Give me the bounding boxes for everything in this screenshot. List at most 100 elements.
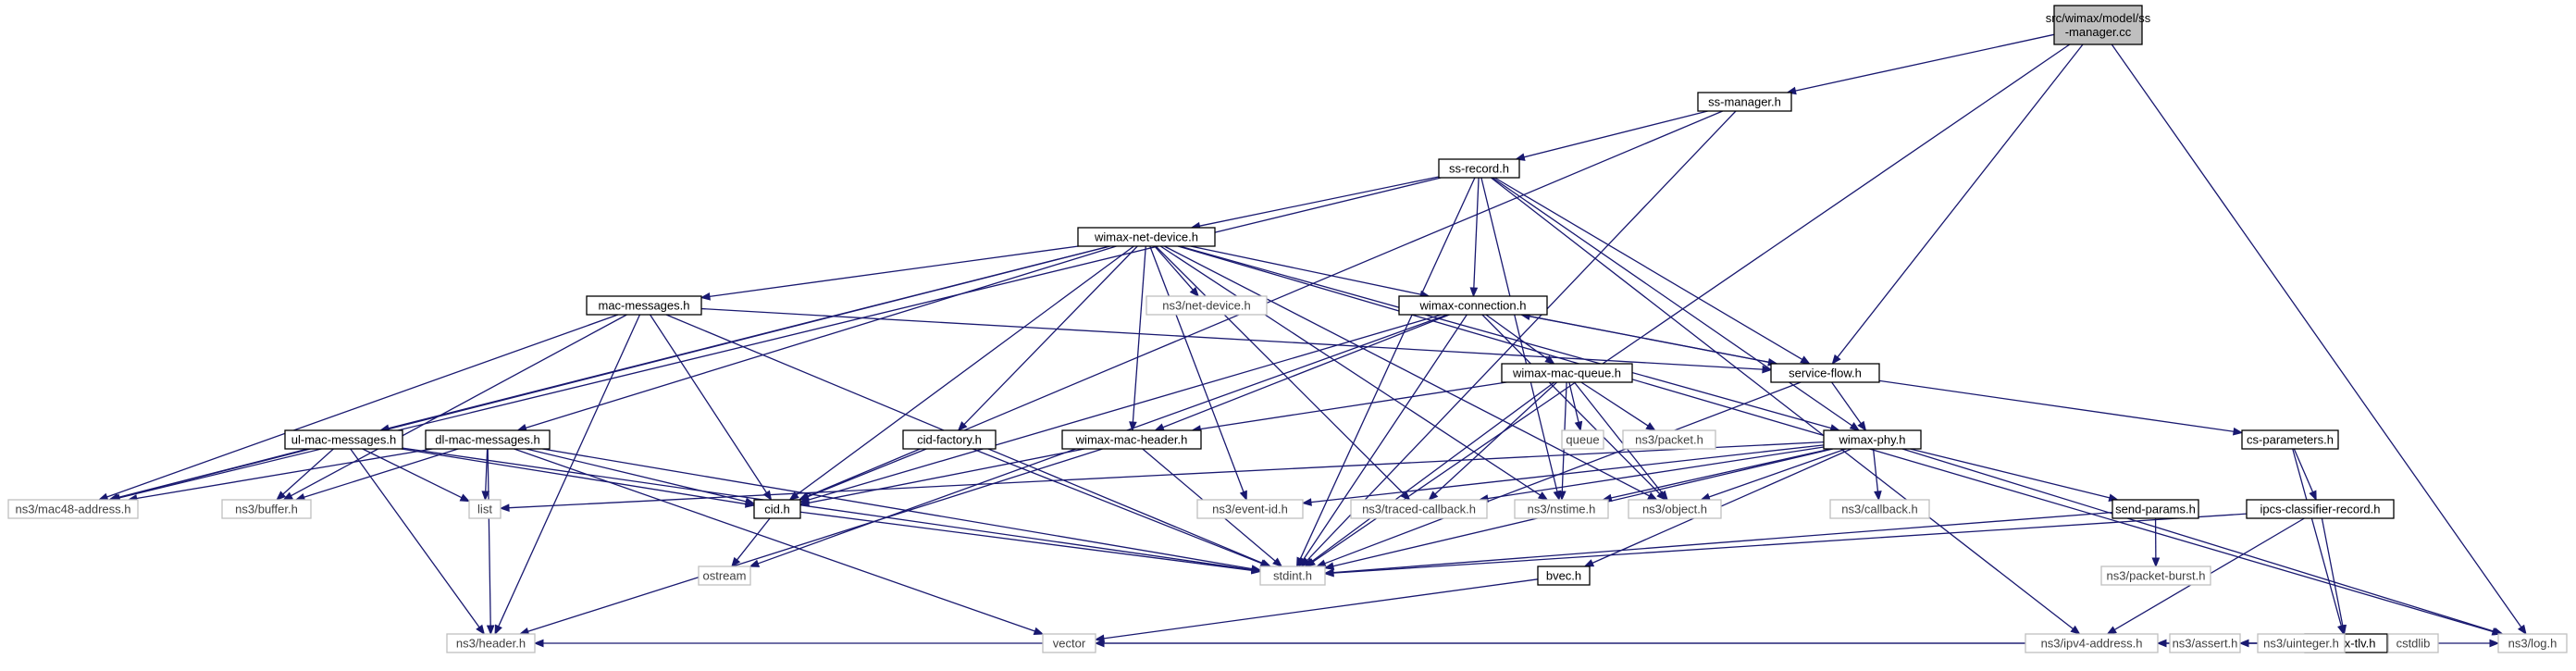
node-service-flow-h[interactable]: service-flow.h [1770, 363, 1880, 383]
node-bvec-h[interactable]: bvec.h [1537, 565, 1591, 586]
edge-ulmac-to-header [350, 448, 486, 636]
arrowhead-icon [476, 624, 486, 636]
edge-ipcs-to-stdint [1323, 513, 2248, 578]
node-label: dl-mac-messages.h [435, 433, 539, 447]
node-box [1823, 429, 1922, 450]
arrowhead-icon [1428, 491, 1439, 501]
node-label: wimax-phy.h [1838, 433, 1905, 447]
arrowhead-icon [1645, 422, 1656, 431]
arrowhead-icon [749, 559, 761, 567]
edge-csparam-to-tlv [2292, 448, 2346, 636]
node-box [902, 429, 997, 450]
node-label: ns3/object.h [1642, 503, 1707, 516]
edge-line [527, 448, 1103, 632]
edge-line [350, 448, 480, 628]
edge-root-to-ssmgr [1786, 33, 2055, 95]
edge-conn-to-stdint [1297, 314, 1468, 568]
node-label: ns3/header.h [456, 637, 526, 651]
edge-line [963, 245, 1138, 426]
node-wimax-mac-header-h[interactable]: wimax-mac-header.h [1061, 429, 1202, 450]
edge-line [2292, 448, 2342, 627]
node-ns3-packet-h: ns3/packet.h [1622, 429, 1716, 450]
edge-line [1491, 177, 2074, 630]
node-send-params-h[interactable]: send-params.h [2112, 499, 2199, 519]
node-box [425, 429, 551, 450]
node-mac-messages-h[interactable]: mac-messages.h [586, 295, 702, 316]
node-wimax-mac-queue-h[interactable]: wimax-mac-queue.h [1501, 363, 1633, 383]
node-box [1061, 429, 1202, 450]
node-label: ns3/net-device.h [1162, 299, 1250, 313]
edge-line [808, 448, 1085, 504]
node-cid-h[interactable]: cid.h [753, 499, 801, 519]
edge-line [1162, 314, 1450, 429]
edge-svcflow-to-phy [1831, 381, 1867, 432]
node-label: ns3/callback.h [1841, 503, 1917, 516]
node-label: ns3/buffer.h [235, 503, 298, 516]
node-box [586, 295, 702, 316]
edge-netdev-to-machdr [1129, 245, 1146, 432]
node-box [2246, 499, 2395, 519]
edge-phy-to-list [499, 441, 1825, 513]
node-ns3-uinteger-h: ns3/uinteger.h [2257, 633, 2346, 653]
edge-line [1580, 381, 1649, 427]
node-label: ns3/uinteger.h [2263, 637, 2339, 651]
node-ss-record-h[interactable]: ss-record.h [1438, 158, 1520, 179]
edge-root-to-svcflow [1831, 43, 2084, 366]
edge-cidf-to-cid [799, 448, 927, 501]
node-wimax-net-device-h[interactable]: wimax-net-device.h [1077, 227, 1216, 247]
node-label: ns3/traced-callback.h [1362, 503, 1476, 516]
node-dl-mac-messages-h[interactable]: dl-mac-messages.h [425, 429, 551, 450]
edge-line [807, 448, 927, 498]
node-ss-manager-h[interactable]: ss-manager.h [1697, 92, 1792, 112]
edge-line [1159, 245, 1542, 496]
edge-line [1487, 446, 1825, 500]
edge-macmsg-to-svcflow [700, 307, 1773, 374]
node-ipcs-classifier-record-h[interactable]: ipcs-classifier-record.h [2246, 499, 2395, 519]
node-label: ul-mac-messages.h [291, 433, 396, 447]
arrowhead-icon [1557, 491, 1567, 502]
edge-netdev-to-dlmac [516, 245, 1117, 432]
edge-netdev-to-cidf [957, 245, 1138, 431]
edge-line [709, 245, 1079, 297]
edge-line [1494, 177, 1803, 360]
arrowhead-icon [799, 499, 811, 507]
nodes: src/wimax/model/ss-manager.cc ss-manager.… [7, 5, 2568, 653]
node-ul-mac-messages-h[interactable]: ul-mac-messages.h [284, 429, 403, 450]
node-wimax-connection-h[interactable]: wimax-connection.h [1398, 295, 1548, 316]
arrowhead-icon [1272, 557, 1283, 567]
node-box [1514, 499, 1609, 519]
edge-netdev-to-phy [1179, 245, 1840, 432]
arrowhead-icon [1154, 423, 1165, 431]
node-label: send-params.h [2115, 503, 2196, 516]
arrowhead-icon [788, 491, 799, 501]
node-wimax-phy-h[interactable]: wimax-phy.h [1823, 429, 1922, 450]
arrowhead-icon [486, 625, 495, 636]
arrowhead-icon [1537, 491, 1549, 501]
edge-macmsg-to-cid [650, 314, 773, 502]
node-label: cstdlib [2396, 637, 2431, 651]
arrowhead-icon [1849, 422, 1861, 431]
arrowhead-icon [744, 497, 756, 506]
edge-conn-to-machdr [1154, 314, 1450, 431]
node-box [1622, 429, 1716, 450]
node-label: bvec.h [1546, 569, 1581, 583]
node-cid-factory-h[interactable]: cid-factory.h [902, 429, 997, 450]
node-box [1077, 227, 1216, 247]
node-label: wimax-connection.h [1419, 299, 1527, 313]
node-stdint-h: stdint.h [1259, 565, 1326, 586]
edge-line [796, 245, 1134, 496]
edge-ipcs-to-tlv [2321, 517, 2347, 636]
node-src-wimax-model-ss-manager-cc[interactable]: src/wimax/model/ss-manager.cc [2046, 5, 2151, 45]
edge-line [1179, 245, 1832, 429]
edge-line [136, 448, 433, 500]
node-cs-parameters-h[interactable]: cs-parameters.h [2241, 429, 2339, 450]
arrowhead-icon [1251, 565, 1262, 575]
arrowhead-icon [1033, 627, 1045, 635]
edge-phy-to-callback [1872, 448, 1882, 502]
edge-line [291, 314, 627, 497]
edge-macq-to-traced [1428, 381, 1558, 501]
edge-ssrec-to-netdev [1190, 176, 1440, 230]
edge-cid-to-ostream [731, 517, 771, 568]
node-box [1259, 565, 1326, 586]
